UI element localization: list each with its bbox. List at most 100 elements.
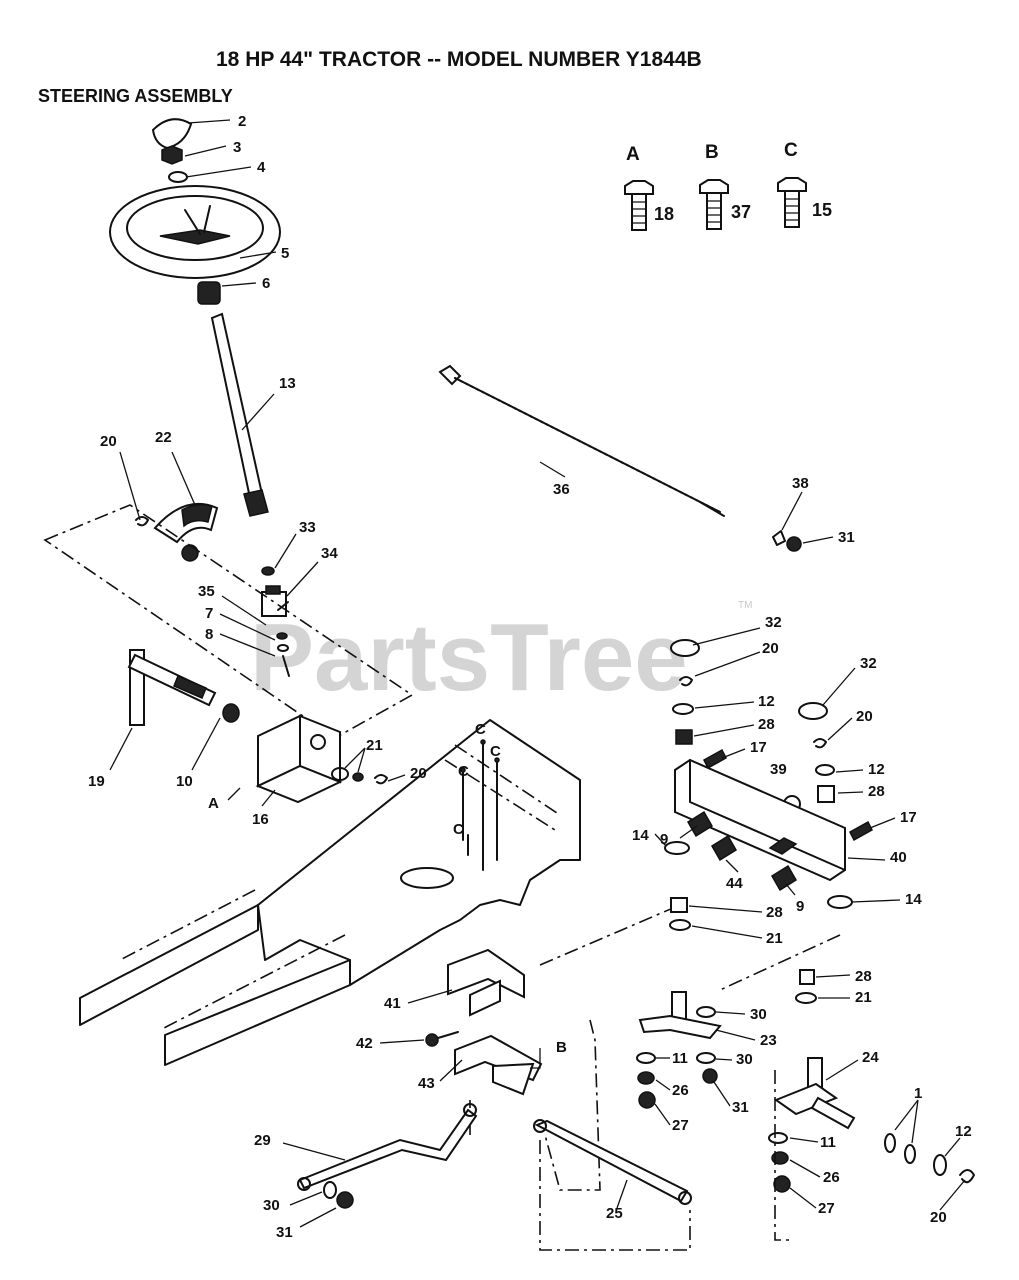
washer-icon	[904, 1144, 916, 1164]
bolt-key-letter-a: A	[626, 144, 640, 165]
tie-rod-icon	[533, 1119, 692, 1205]
grease-fitting-icon	[703, 748, 727, 770]
nut-icon	[773, 1175, 791, 1193]
drag-link-icon	[438, 364, 725, 517]
retaining-clip-icon	[374, 774, 388, 785]
washer-icon	[827, 895, 853, 909]
bolt-key: A B C 18 37 15	[624, 140, 832, 231]
watermark-tm: TM	[738, 600, 752, 611]
callout: 43	[418, 1075, 435, 1092]
callout: 14	[905, 891, 922, 908]
cap-icon	[670, 639, 700, 657]
bushing-icon	[670, 897, 688, 913]
washer-icon	[696, 1052, 716, 1064]
centerline	[539, 1140, 691, 1251]
steering-bushing-icon	[197, 281, 221, 305]
centerline	[544, 1019, 601, 1191]
callout: 20	[930, 1209, 947, 1226]
bushing-icon	[675, 729, 693, 745]
callout: 11	[820, 1134, 836, 1151]
washer-icon	[669, 919, 691, 931]
callout: 35	[198, 583, 215, 600]
steering-bracket-icon	[255, 714, 343, 804]
washer-icon	[352, 772, 364, 782]
callout: 19	[88, 773, 105, 790]
callout: 20	[100, 433, 117, 450]
steering-shaft-icon	[210, 312, 264, 500]
callout: 32	[765, 614, 782, 631]
callout: 41	[384, 995, 401, 1012]
callout: 22	[155, 429, 172, 446]
callout: 10	[176, 773, 193, 790]
callout: 40	[890, 849, 907, 866]
washer-icon	[815, 764, 835, 776]
pinion-assembly-icon	[261, 566, 290, 677]
callout: 38	[792, 475, 809, 492]
cotter-pin-icon	[772, 530, 786, 546]
callout: 32	[860, 655, 877, 672]
callout: 20	[410, 765, 427, 782]
callout: 17	[900, 809, 917, 826]
axle-bracket-lower-icon	[454, 1034, 543, 1096]
section-title: STEERING ASSEMBLY	[38, 86, 233, 106]
callout: 28	[855, 968, 872, 985]
bushing-icon	[686, 810, 714, 838]
sector-gear-icon	[153, 503, 219, 562]
bolt-key-number-c: 15	[812, 200, 832, 220]
bolt-icon	[425, 1031, 459, 1047]
steering-cap-icon	[151, 118, 193, 150]
bolt-a-icon	[624, 180, 654, 231]
callout: B	[556, 1039, 567, 1056]
washer-icon	[637, 1071, 655, 1085]
pitman-arm-icon	[127, 649, 217, 726]
callout: 36	[553, 481, 570, 498]
washer-icon	[884, 1133, 896, 1153]
callout: 12	[758, 693, 775, 710]
leader	[530, 1048, 541, 1069]
bolt-c-icon	[777, 177, 807, 228]
retaining-clip-icon	[135, 516, 149, 527]
callout: 21	[855, 989, 872, 1006]
steering-wheel-icon	[109, 185, 281, 279]
spindle-right-icon	[773, 1057, 856, 1130]
assembly-outline	[43, 504, 414, 739]
centerline	[539, 904, 681, 966]
drag-link-lower-icon	[297, 1103, 478, 1191]
washer-icon	[664, 841, 690, 855]
retaining-clip-icon	[813, 738, 827, 749]
callout: 9	[796, 898, 804, 915]
bushing-icon	[817, 785, 835, 803]
centerline	[719, 934, 841, 991]
callout: 27	[818, 1200, 835, 1217]
callout: C	[490, 743, 501, 760]
callout: 2	[238, 113, 246, 130]
steering-nut-icon	[161, 145, 183, 165]
callout: 30	[750, 1006, 767, 1023]
callout: A	[208, 795, 219, 812]
callout: 44	[726, 875, 743, 892]
callouts: 2 3 4 5 6 13 20 22 33 34 35 7 8 19 10 16…	[88, 113, 972, 1241]
bolt-key-letter-b: B	[705, 142, 719, 163]
callout: 31	[276, 1224, 293, 1241]
watermark: PartsTree	[250, 604, 688, 711]
nut-icon	[638, 1091, 656, 1109]
washer-icon	[795, 992, 817, 1004]
callout: 30	[736, 1051, 753, 1068]
nut-icon	[336, 1191, 354, 1209]
centerline	[159, 934, 346, 1031]
washer-icon	[636, 1052, 656, 1064]
callout: C	[453, 821, 464, 838]
callout: 26	[823, 1169, 840, 1186]
callout: C	[475, 721, 486, 738]
cap-icon	[798, 702, 828, 720]
leader-lines	[109, 119, 966, 1228]
retaining-clip-icon	[959, 1169, 975, 1184]
steering-wheel-group	[109, 118, 281, 517]
callout: 25	[606, 1205, 623, 1222]
callout: 42	[356, 1035, 373, 1052]
grease-fitting-icon	[849, 820, 873, 842]
callout: 28	[758, 716, 775, 733]
washer-icon	[323, 1181, 337, 1199]
washer-icon	[771, 1151, 789, 1165]
bushing-icon	[799, 969, 815, 985]
